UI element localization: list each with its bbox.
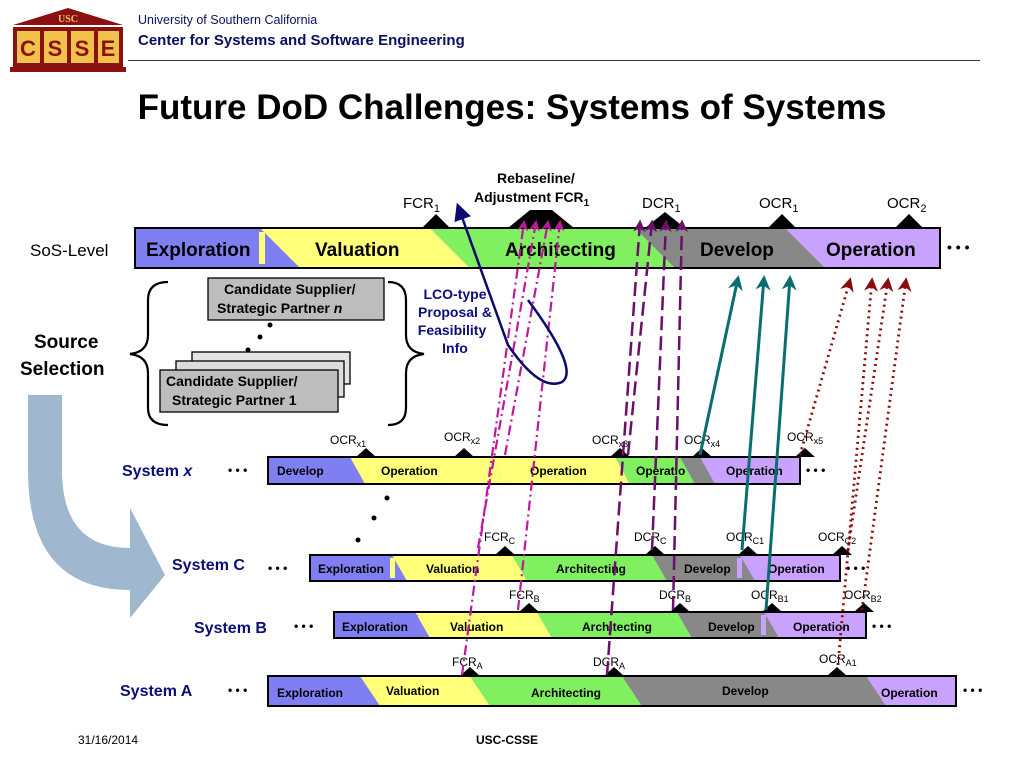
system-c-fcr: FCRC	[484, 530, 516, 546]
system-b-ocr-b1: OCRB1	[751, 588, 789, 604]
system-b-phase-exploration: Exploration	[342, 620, 408, 634]
system-x-dots-right: • • •	[806, 463, 825, 477]
source-selection-line1: Source	[34, 332, 98, 353]
system-b-label: System B	[194, 620, 267, 637]
logo-letter-s1: S	[48, 36, 63, 61]
sos-phase-operation: Operation	[826, 240, 916, 261]
lco-line3: Feasibility	[418, 322, 487, 338]
system-c-dots-left: • • •	[268, 561, 287, 575]
system-a-phase-exploration: Exploration	[277, 686, 343, 700]
page-title: Future DoD Challenges: Systems of System…	[137, 88, 887, 127]
system-x-ocr-x2: OCRx2	[444, 430, 480, 446]
system-b-phase-operation: Operation	[793, 620, 850, 634]
card-n-line1: Candidate Supplier/	[224, 281, 356, 297]
lco-line1: LCO-type	[424, 286, 487, 302]
system-x-label: System x	[122, 463, 193, 480]
system-c-ocr-c2: OCRC2	[818, 530, 856, 546]
lco-loop-arrow	[454, 202, 568, 385]
footer-date: 31/16/2014	[78, 733, 139, 747]
sos-phase-exploration: Exploration	[146, 240, 251, 261]
system-a-fcr: FCRA	[452, 655, 483, 671]
system-c-label: System C	[172, 557, 245, 574]
sos-milestone-fcr1: FCR1	[403, 195, 440, 215]
system-a-phase-operation: Operation	[881, 686, 938, 700]
system-x-phase-develop: Develop	[277, 464, 324, 478]
system-a-phase-develop: Develop	[722, 684, 769, 698]
logo: USC C S S E	[10, 8, 126, 72]
system-x-phase-operation1: Operation	[381, 464, 438, 478]
system-c-phase-exploration: Exploration	[318, 562, 384, 576]
card-1-line2: Strategic Partner 1	[172, 392, 297, 408]
system-a-ocr-a1: OCRA1	[819, 652, 857, 668]
system-b-dots-right: • • •	[872, 619, 891, 633]
system-c-phase-develop: Develop	[684, 562, 731, 576]
system-b-dcr: DCRB	[659, 588, 691, 604]
system-x-ocr-x1: OCRx1	[330, 433, 366, 449]
logo-letter-e: E	[101, 36, 116, 61]
lco-line2: Proposal &	[418, 304, 492, 320]
system-c-phase-operation: Operation	[768, 562, 825, 576]
teal-solid-arrows	[698, 275, 797, 611]
system-a-phase-architecting: Architecting	[531, 686, 601, 700]
system-a-dots-left: • • •	[228, 683, 247, 697]
sos-milestone-ocr1: OCR1	[759, 195, 798, 215]
system-x-phase-operation3: Operatio	[636, 464, 685, 478]
system-c-bar	[309, 554, 841, 582]
sos-milestone-ocr2: OCR2	[887, 195, 926, 215]
org-university: University of Southern California	[138, 13, 318, 27]
logo-usc-text: USC	[58, 14, 78, 25]
card-1-line1: Candidate Supplier/	[166, 373, 298, 389]
system-a-phase-valuation: Valuation	[386, 684, 439, 698]
source-selection-line2: Selection	[20, 359, 104, 380]
sos-rebaseline-line1: Rebaseline/	[497, 170, 575, 186]
logo-letter-s2: S	[75, 36, 90, 61]
sos-rebaseline-line2: Adjustment FCR1	[474, 189, 590, 209]
purple-dashed-arrows	[605, 219, 689, 676]
header-divider	[128, 60, 980, 61]
lco-line4: Info	[442, 340, 468, 356]
maroon-dotted-arrows	[798, 277, 912, 666]
sos-bar	[134, 227, 941, 269]
sos-phase-develop: Develop	[700, 240, 774, 261]
system-x-ocr-x5: OCRx5	[787, 430, 823, 446]
system-b-fcr: FCRB	[509, 588, 540, 604]
system-b-dots-left: • • •	[294, 619, 313, 633]
sos-level-label: SoS-Level	[30, 241, 108, 260]
system-c-dcr: DCRC	[634, 530, 667, 546]
card-n-line2: Strategic Partner n	[217, 300, 342, 316]
right-brace	[387, 280, 425, 427]
sos-continuation-dots: • • •	[947, 239, 970, 255]
system-c-phase-architecting: Architecting	[556, 562, 626, 576]
system-x-phase-operation2: Operation	[530, 464, 587, 478]
system-a-bar	[267, 675, 957, 707]
system-a-dots-right: • • •	[963, 683, 982, 697]
system-c-ocr-c1: OCRC1	[726, 530, 764, 546]
system-a-dcr: DCRA	[593, 655, 625, 671]
logo-letter-c: C	[20, 36, 36, 61]
sos-milestone-dcr1: DCR1	[642, 195, 681, 215]
system-c-dots-right: • • •	[846, 561, 865, 575]
system-x-phase-operation4: Operation	[726, 464, 783, 478]
sos-phase-valuation: Valuation	[315, 240, 399, 261]
left-brace	[129, 280, 169, 427]
system-a-label: System A	[120, 683, 193, 700]
system-b-phase-develop: Develop	[708, 620, 755, 634]
magenta-dashdot-arrows	[460, 219, 565, 676]
system-b-phase-architecting: Architecting	[582, 620, 652, 634]
system-b-phase-valuation: Valuation	[450, 620, 503, 634]
system-b-bar	[333, 611, 867, 639]
flow-arrow	[28, 395, 165, 618]
system-x-dots-left: • • •	[228, 463, 247, 477]
org-center: Center for Systems and Software Engineer…	[138, 32, 465, 49]
sos-label-mask	[20, 230, 132, 268]
footer-center: USC-CSSE	[476, 733, 539, 747]
system-c-phase-valuation: Valuation	[426, 562, 479, 576]
